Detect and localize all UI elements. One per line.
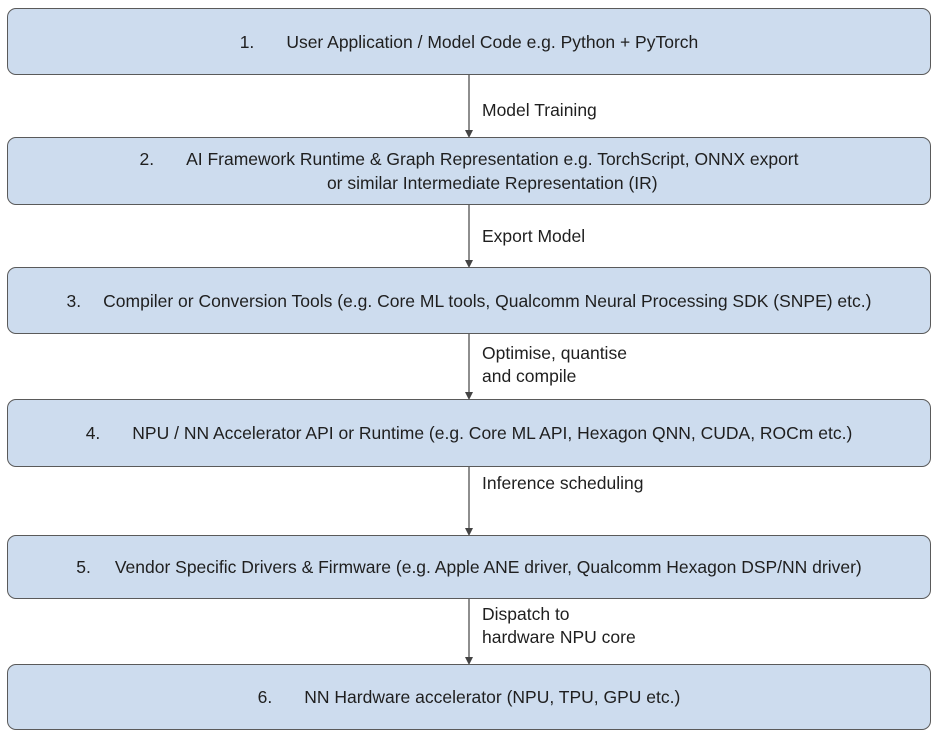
transition-label-2: Export Model xyxy=(482,225,585,248)
step-text-line2: or similar Intermediate Representation (… xyxy=(326,173,658,193)
step-text: Compiler or Conversion Tools (e.g. Core … xyxy=(103,290,872,311)
step-text: NPU / NN Accelerator API or Runtime (e.g… xyxy=(132,423,853,443)
transition-text: Export Model xyxy=(482,226,586,246)
step-box-1: 1. User Application / Model Code e.g. Py… xyxy=(7,8,931,75)
step-text: Vendor Specific Drivers & Firmware (e.g.… xyxy=(114,557,862,577)
transition-label-1: Model Training xyxy=(482,99,597,122)
transition-text: Dispatch to xyxy=(482,604,570,624)
transition-text: Optimise, quantise xyxy=(482,343,627,363)
step-number: 5. xyxy=(76,557,91,577)
transition-label-5: Dispatch to hardware NPU core xyxy=(482,603,636,649)
transition-label-3: Optimise, quantise and compile xyxy=(482,342,627,388)
step-number: 3. xyxy=(66,290,82,311)
transition-text: Inference scheduling xyxy=(482,473,644,493)
step-text: User Application / Model Code e.g. Pytho… xyxy=(286,31,699,52)
transition-text: Model Training xyxy=(482,100,597,120)
transition-label-4: Inference scheduling xyxy=(482,472,644,495)
transition-text-line2: and compile xyxy=(482,366,577,386)
step-text: AI Framework Runtime & Graph Representat… xyxy=(186,149,799,169)
step-number: 4. xyxy=(85,423,101,443)
transition-text-line2: hardware NPU core xyxy=(482,627,636,647)
step-box-2: 2. AI Framework Runtime & Graph Represen… xyxy=(7,137,931,205)
step-box-3: 3. Compiler or Conversion Tools (e.g. Co… xyxy=(7,267,931,334)
step-number: 2. xyxy=(139,149,155,169)
step-number: 1. xyxy=(239,31,255,52)
step-box-4: 4. NPU / NN Accelerator API or Runtime (… xyxy=(7,399,931,467)
step-box-5: 5. Vendor Specific Drivers & Firmware (e… xyxy=(7,535,931,599)
step-box-6: 6. NN Hardware accelerator (NPU, TPU, GP… xyxy=(7,664,931,730)
step-number: 6. xyxy=(257,687,273,707)
step-text: NN Hardware accelerator (NPU, TPU, GPU e… xyxy=(304,687,681,707)
